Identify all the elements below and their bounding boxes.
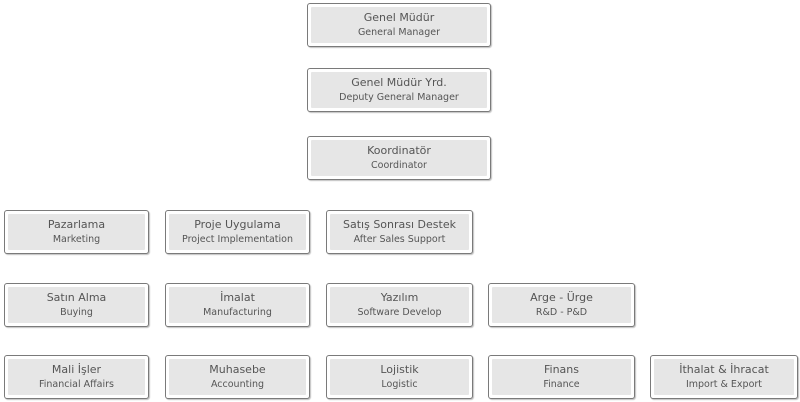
node-title-en: Project Implementation [182,234,293,245]
node-title-tr: Pazarlama [47,218,106,231]
node-body: Mali İşler Financial Affairs [8,359,145,395]
node-body: Lojistik Logistic [330,359,469,395]
node-body: Satış Sonrası Destek After Sales Support [330,214,469,250]
node-body: Muhasebe Accounting [169,359,306,395]
node-title-en: Marketing [52,234,101,245]
node-body: İmalat Manufacturing [169,287,306,323]
node-title-tr: Proje Uygulama [194,218,281,231]
node-title-en: After Sales Support [353,234,446,245]
node-body: Genel Müdür Yrd. Deputy General Manager [311,72,487,108]
node-import-export: İthalat & İhracat Import & Export [650,355,798,399]
node-title-tr: Satış Sonrası Destek [343,218,456,231]
node-title-tr: Satın Alma [46,291,107,304]
node-after-sales-support: Satış Sonrası Destek After Sales Support [326,210,473,254]
node-title-en: Deputy General Manager [339,92,459,103]
node-marketing: Pazarlama Marketing [4,210,149,254]
node-title-tr: Yazılım [380,291,419,304]
node-title-en: General Manager [357,27,441,38]
node-body: Pazarlama Marketing [8,214,145,250]
node-finance: Finans Finance [488,355,635,399]
node-project-implementation: Proje Uygulama Project Implementation [165,210,310,254]
node-title-en: Manufacturing [203,307,272,318]
node-title-tr: Mali İşler [51,363,102,376]
node-title-en: Software Develop [357,307,442,318]
node-title-en: Accounting [210,379,265,390]
node-title-en: Coordinator [371,160,427,171]
node-title-tr: İmalat [220,291,255,304]
node-title-en: Logistic [381,379,418,390]
node-title-tr: Finans [544,363,579,376]
node-body: Genel Müdür General Manager [311,7,487,43]
node-coordinator: Koordinatör Coordinator [307,136,491,180]
node-software-develop: Yazılım Software Develop [326,283,473,327]
node-body: Satın Alma Buying [8,287,145,323]
node-title-tr: İthalat & İhracat [679,363,769,376]
node-manufacturing: İmalat Manufacturing [165,283,310,327]
node-body: Arge - Ürge R&D - P&D [492,287,631,323]
node-general-manager: Genel Müdür General Manager [307,3,491,47]
node-title-en: Import & Export [685,379,763,390]
node-body: Yazılım Software Develop [330,287,469,323]
node-body: Proje Uygulama Project Implementation [169,214,306,250]
node-accounting: Muhasebe Accounting [165,355,310,399]
node-title-en: Financial Affairs [39,379,114,390]
node-title-tr: Koordinatör [367,144,431,157]
node-logistic: Lojistik Logistic [326,355,473,399]
node-financial-affairs: Mali İşler Financial Affairs [4,355,149,399]
node-body: İthalat & İhracat Import & Export [654,359,794,395]
node-title-tr: Arge - Ürge [530,291,593,304]
node-rnd-pnd: Arge - Ürge R&D - P&D [488,283,635,327]
node-body: Koordinatör Coordinator [311,140,487,176]
node-title-en: Finance [543,379,580,390]
node-title-en: R&D - P&D [535,307,588,318]
node-deputy-general-manager: Genel Müdür Yrd. Deputy General Manager [307,68,491,112]
node-title-tr: Genel Müdür Yrd. [351,76,447,89]
node-body: Finans Finance [492,359,631,395]
node-buying: Satın Alma Buying [4,283,149,327]
node-title-tr: Lojistik [380,363,419,376]
node-title-tr: Genel Müdür [363,11,435,24]
node-title-en: Buying [60,307,93,318]
node-title-tr: Muhasebe [209,363,266,376]
